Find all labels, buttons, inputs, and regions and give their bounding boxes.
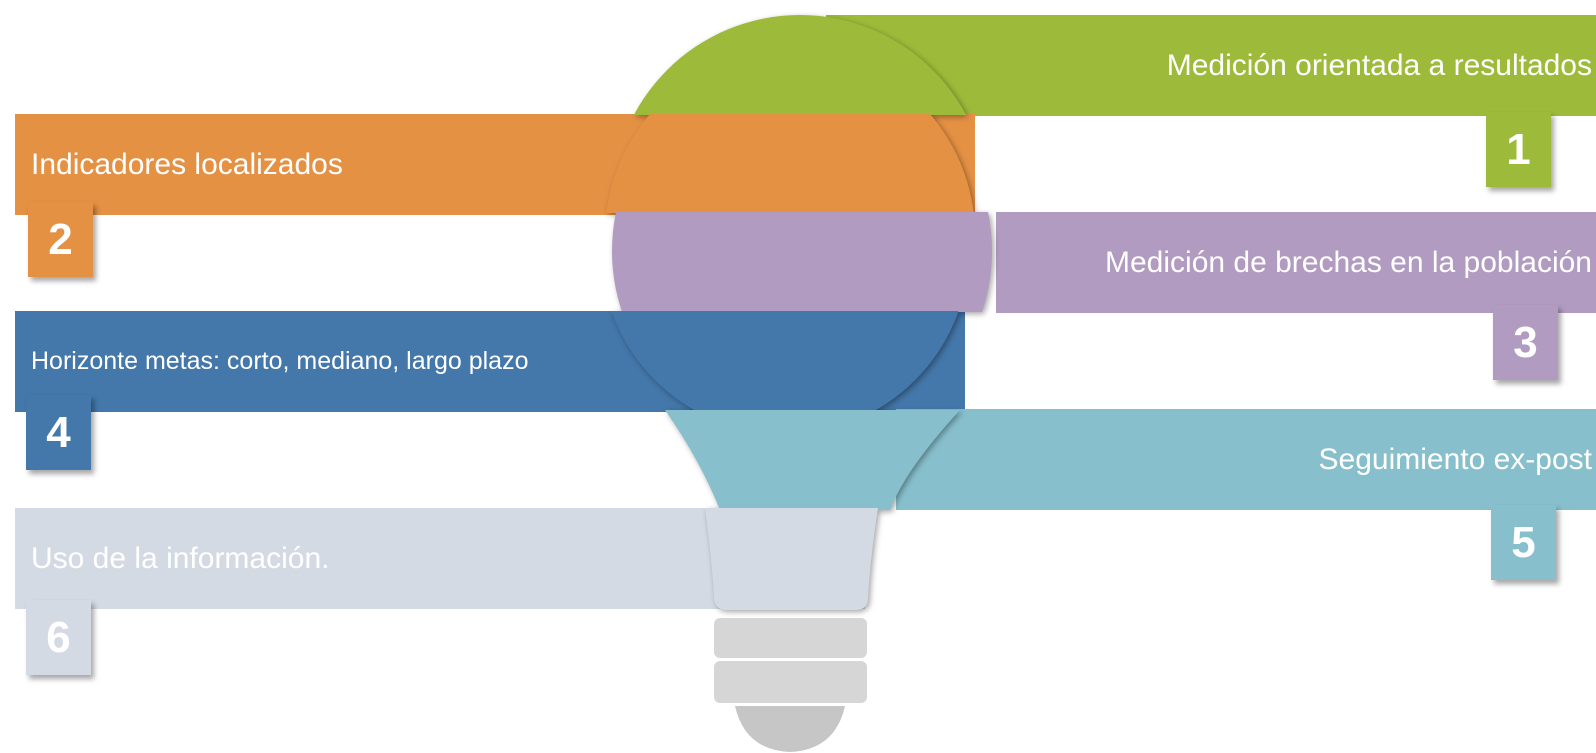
number-badge-3: 3 bbox=[1493, 305, 1558, 380]
band-5: Seguimiento ex-post bbox=[896, 409, 1596, 510]
bulb-segment-1 bbox=[633, 15, 967, 115]
band-1-label: Medición orientada a resultados bbox=[1166, 48, 1592, 82]
band-4-label: Horizonte metas: corto, mediano, largo p… bbox=[31, 347, 529, 375]
number-badge-6: 6 bbox=[26, 600, 91, 675]
bulb-base-ring-1 bbox=[714, 618, 867, 658]
bulb-base-ring-2 bbox=[714, 661, 867, 703]
bulb-tip bbox=[735, 706, 845, 752]
band-5-label: Seguimiento ex-post bbox=[1318, 442, 1593, 476]
bulb-socket-top bbox=[705, 508, 878, 610]
bulb-neck-segment bbox=[665, 410, 960, 510]
band-3: Medición de brechas en la población bbox=[996, 212, 1596, 313]
bulb-segment-2 bbox=[606, 114, 974, 213]
bulb-segment-3 bbox=[612, 212, 992, 312]
band-2-label: Indicadores localizados bbox=[31, 147, 343, 181]
number-badge-5: 5 bbox=[1491, 505, 1556, 580]
number-badge-2: 2 bbox=[28, 202, 93, 277]
number-badge-1: 1 bbox=[1486, 112, 1551, 187]
band-3-label: Medición de brechas en la población bbox=[1105, 245, 1592, 279]
number-badge-4: 4 bbox=[26, 395, 91, 470]
band-6-label: Uso de la información. bbox=[31, 541, 330, 575]
bulb-segment-4 bbox=[611, 311, 959, 410]
